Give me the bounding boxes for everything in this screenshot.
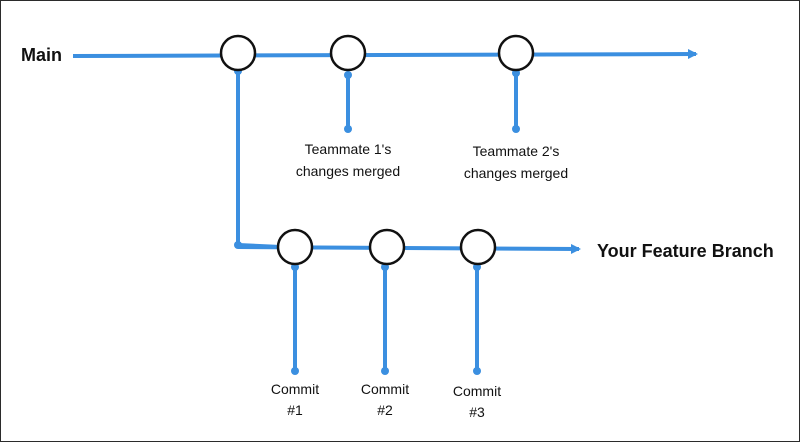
commit-2-node [368,228,406,266]
teammate-1-label-line2: changes merged [296,163,400,179]
commit-3-label-line1: Commit [453,383,501,399]
feature-branch-label: Your Feature Branch [597,241,774,261]
commit-3-stem-end [473,367,481,375]
teammate-2-label-line2: changes merged [464,165,568,181]
teammate-2-stem-end [512,125,520,133]
commit-3-label-line2: #3 [469,404,485,420]
commit-1-label-line1: Commit [271,381,319,397]
main-teammate-1-node [329,34,367,72]
main-branch-line [72,49,698,60]
commit-1-stem-end [291,367,299,375]
teammate-1-stem-end [344,125,352,133]
commit-1-label-line2: #1 [287,402,303,418]
commit-2-stem-end [381,367,389,375]
main-branch-label: Main [21,45,62,65]
commit-2-label-line1: Commit [361,381,409,397]
commit-3-node [459,228,497,266]
teammate-1-label-line1: Teammate 1's [305,141,392,157]
commit-1-node [276,228,314,266]
main-branch-point-node [219,34,257,72]
branch-connector [236,71,282,249]
main-teammate-2-node [497,34,535,72]
commit-2-label-line2: #2 [377,402,393,418]
teammate-2-label-line1: Teammate 2's [473,143,560,159]
teammate-1-stem-top [344,71,352,79]
